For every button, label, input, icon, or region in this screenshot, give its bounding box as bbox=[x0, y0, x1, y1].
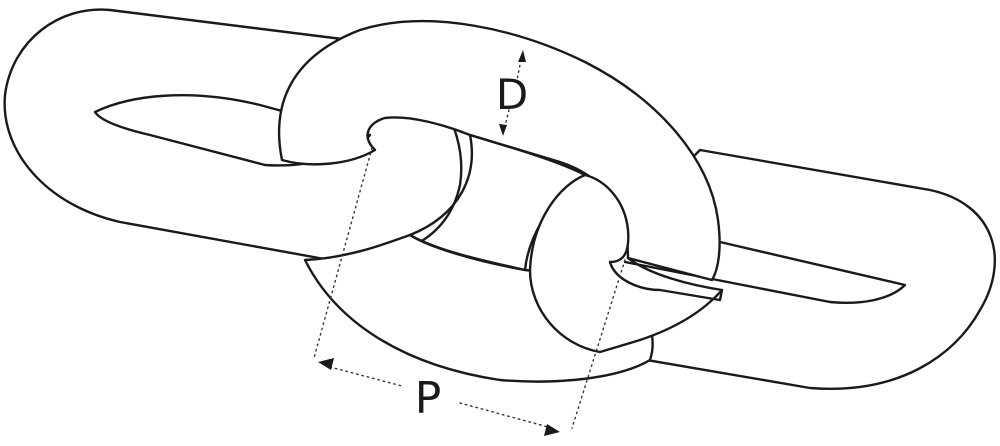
pitch-dimension: P bbox=[313, 147, 626, 436]
d-label: D bbox=[496, 70, 528, 119]
middle-link-opening bbox=[408, 133, 587, 272]
d-arrowhead-top bbox=[518, 50, 526, 62]
right-link-near-inner-edge bbox=[626, 256, 724, 292]
d-arrowhead-bottom bbox=[499, 124, 507, 136]
d-dimension-line-upper bbox=[516, 59, 522, 81]
p-arrowhead-left bbox=[318, 358, 334, 370]
p-dimension-line-right bbox=[459, 402, 549, 428]
p-extension-line-left bbox=[313, 147, 373, 359]
p-arrowhead-right bbox=[544, 424, 560, 436]
p-dimension-line-left bbox=[329, 366, 403, 387]
middle-link-upper-segment bbox=[277, 20, 721, 282]
p-label: P bbox=[415, 373, 442, 424]
p-extension-line-right bbox=[571, 259, 626, 429]
right-link-opening-edge bbox=[623, 240, 907, 305]
wire-diameter-dimension: D bbox=[496, 50, 528, 136]
right-link-near-loop bbox=[528, 173, 724, 354]
middle-chain-link bbox=[277, 20, 721, 383]
